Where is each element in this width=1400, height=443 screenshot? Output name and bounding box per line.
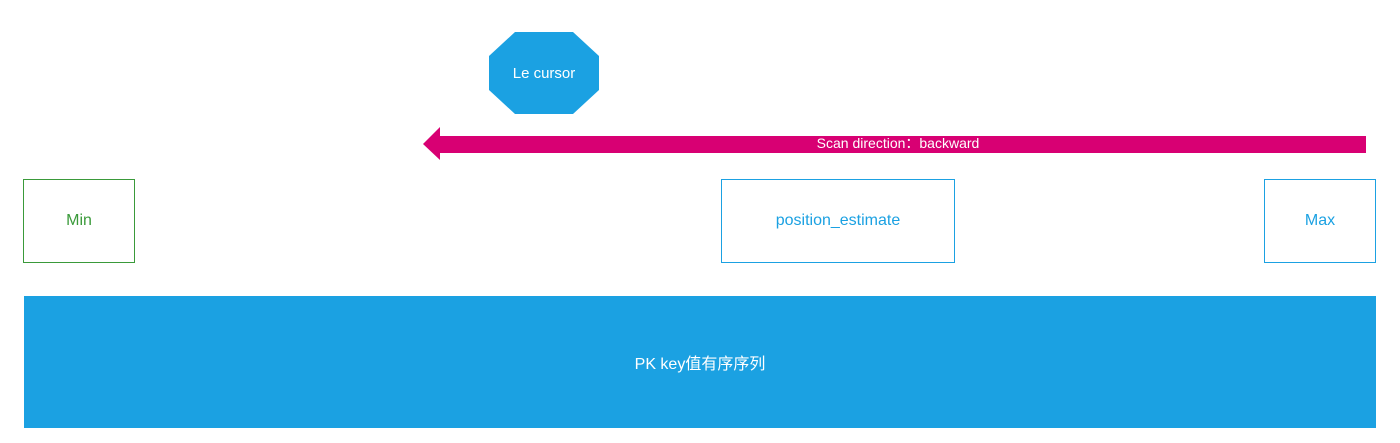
min-box: Min	[23, 179, 135, 263]
cursor-label: Le cursor	[512, 64, 576, 82]
pk-sequence-label: PK key值有序序列	[634, 356, 766, 373]
scan-direction-label: Scan direction：backward	[816, 135, 980, 151]
position-estimate-box: position_estimate	[721, 179, 955, 263]
position-estimate-label: position_estimate	[775, 212, 901, 229]
max-label: Max	[1304, 212, 1336, 229]
max-box: Max	[1264, 179, 1376, 263]
cursor-octagon	[489, 32, 599, 114]
scan-direction-arrow	[423, 127, 1366, 160]
pk-sequence-bar: PK key值有序序列	[24, 296, 1376, 428]
min-label: Min	[66, 212, 92, 229]
